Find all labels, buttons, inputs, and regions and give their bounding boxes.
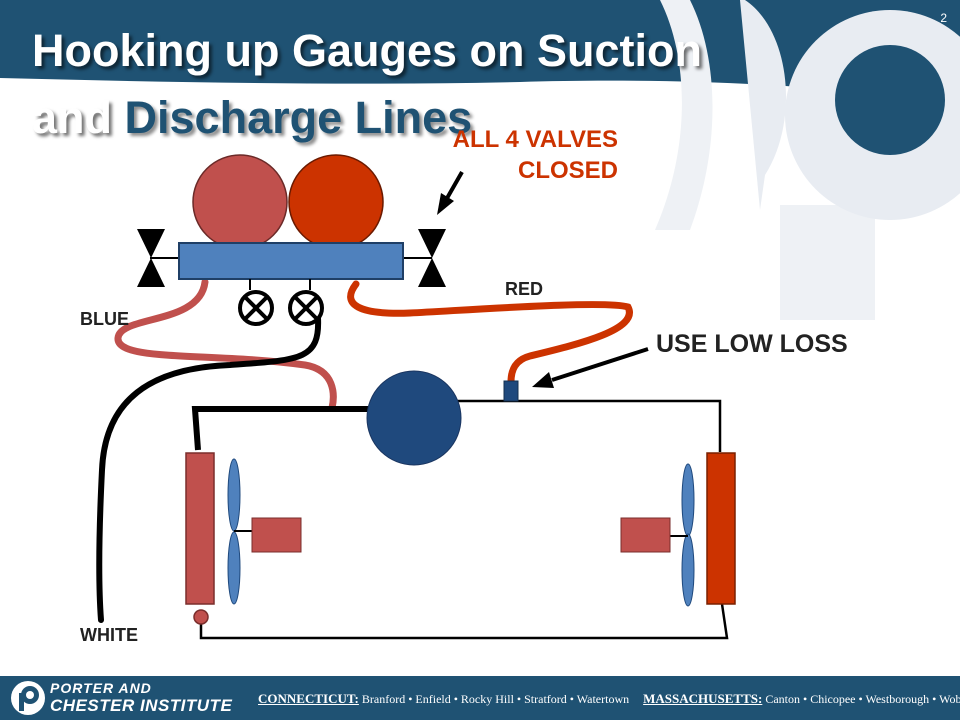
footer-bar: PORTER AND CHESTER INSTITUTE CONNECTICUT… xyxy=(0,676,960,720)
red-hose xyxy=(347,280,633,386)
title-words-discharge-lines: Discharge Lines xyxy=(124,92,473,143)
manifold-body xyxy=(178,242,404,280)
white-hose-label: WHITE xyxy=(80,625,138,645)
title-word-and: and xyxy=(32,92,113,143)
institute-brand: PORTER AND CHESTER INSTITUTE xyxy=(50,680,232,714)
suction-line xyxy=(191,406,370,451)
white-hose xyxy=(96,315,322,623)
brand-line2: CHESTER INSTITUTE xyxy=(50,696,233,715)
state-connecticut: CONNECTICUT: xyxy=(258,691,359,706)
right-hose-valve xyxy=(288,290,324,326)
brand-line1: PORTER AND xyxy=(50,680,152,696)
condenser-fan-motor xyxy=(620,517,671,553)
evaporator-fan-motor xyxy=(251,517,302,553)
condenser-fan-blade-top xyxy=(681,463,695,537)
valves-arrow xyxy=(437,171,464,215)
liquid-line xyxy=(199,603,729,640)
left-hose-valve xyxy=(238,290,274,326)
condenser-fan-blade-bottom xyxy=(681,533,695,607)
watermark-logo xyxy=(655,0,960,320)
state-massachusetts: MASSACHUSETTS: xyxy=(643,691,763,706)
slide-title-line2: and Discharge Lines xyxy=(32,93,472,143)
left-manifold-valve xyxy=(137,229,165,287)
compressor xyxy=(366,370,462,466)
red-hose-label: RED xyxy=(505,279,544,299)
massachusetts-towns: Canton • Chicopee • Westborough • Woburn xyxy=(765,692,960,706)
discharge-line xyxy=(440,399,722,452)
valves-callout-line1: ALL 4 VALVES xyxy=(452,126,618,153)
low-loss-arrow xyxy=(532,347,649,388)
evaporator-fan-blade-bottom xyxy=(227,531,241,605)
campus-locations: CONNECTICUT: Branford • Enfield • Rocky … xyxy=(258,691,960,707)
low-side-gauge xyxy=(192,154,288,250)
valves-callout-line2: CLOSED xyxy=(517,157,618,184)
right-manifold-valve xyxy=(418,229,446,287)
slide-title-line1: Hooking up Gauges on Suction xyxy=(32,25,702,76)
header-band xyxy=(0,0,960,105)
blue-hose xyxy=(114,278,337,412)
slide-number: 2 xyxy=(940,11,947,25)
evaporator-fan-blade-top xyxy=(227,458,241,532)
high-side-gauge xyxy=(288,154,384,250)
metering-device xyxy=(193,609,209,625)
low-loss-fitting xyxy=(503,380,519,402)
connecticut-towns: Branford • Enfield • Rocky Hill • Stratf… xyxy=(361,692,630,706)
condenser-coil xyxy=(706,452,736,605)
valves-closed-callout: ALL 4 VALVES CLOSED xyxy=(420,124,618,186)
blue-hose-label: BLUE xyxy=(80,309,129,329)
institute-logo-icon xyxy=(11,681,45,715)
evaporator-coil xyxy=(185,452,215,605)
low-loss-callout: USE LOW LOSS xyxy=(656,330,848,358)
